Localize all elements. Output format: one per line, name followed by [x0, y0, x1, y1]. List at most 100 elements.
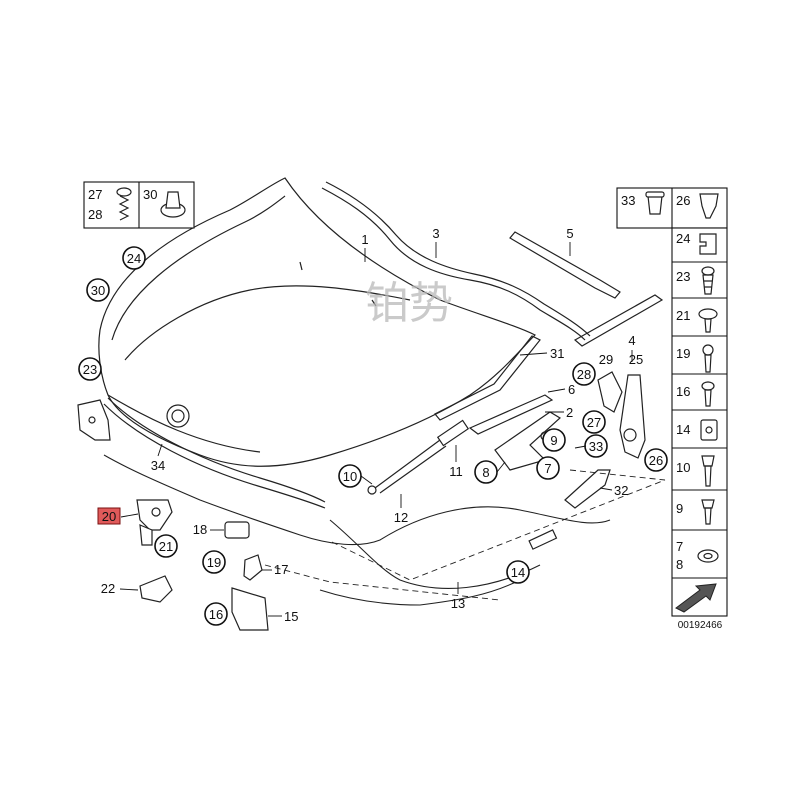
svg-text:27: 27 [88, 187, 102, 202]
svg-text:27: 27 [587, 415, 601, 430]
clip-nut-icon [699, 193, 719, 219]
label-1: 1 [361, 232, 368, 247]
svg-text:24: 24 [676, 231, 690, 246]
svg-text:26: 26 [649, 453, 663, 468]
rivet-icon [702, 344, 714, 373]
label-13: 13 [451, 596, 465, 611]
svg-text:7: 7 [676, 539, 683, 554]
latch-assembly [597, 371, 646, 459]
svg-text:30: 30 [143, 187, 157, 202]
svg-text:21: 21 [159, 539, 173, 554]
svg-text:26: 26 [676, 193, 690, 208]
svg-text:28: 28 [88, 207, 102, 222]
reinforcement-31 [434, 335, 541, 421]
bracket-18 [224, 521, 250, 539]
label-25: 25 [629, 352, 643, 367]
svg-text:23: 23 [83, 362, 97, 377]
label-31: 31 [550, 346, 564, 361]
callout-24: 24 [122, 246, 146, 270]
label-17: 17 [274, 562, 288, 577]
screw-icon [701, 381, 715, 407]
label-3: 3 [432, 226, 439, 241]
svg-text:10: 10 [676, 460, 690, 475]
callout-30: 30 [86, 278, 110, 302]
svg-text:8: 8 [482, 465, 489, 480]
callout-26: 26 [644, 448, 668, 472]
callout-10: 10 [338, 464, 362, 488]
screw-washer-icon [698, 308, 718, 333]
callout-33: 33 [584, 434, 608, 458]
short-bolt-icon [701, 499, 715, 525]
clip-icon [699, 233, 717, 255]
label-18: 18 [193, 522, 207, 537]
expansion-rivet-icon [701, 266, 715, 295]
left-hinge-bracket [77, 399, 111, 441]
callout-9: 9 [542, 428, 566, 452]
svg-text:30: 30 [91, 283, 105, 298]
callout-8: 8 [474, 460, 498, 484]
callout-19: 19 [202, 550, 226, 574]
label-4: 4 [628, 333, 635, 348]
hood-emblem [166, 404, 190, 428]
seal-strip-3 [321, 187, 586, 341]
callout-7: 7 [536, 456, 560, 480]
svg-text:7: 7 [544, 461, 551, 476]
lock-cover [139, 575, 173, 603]
nut-clip-icon [700, 419, 718, 441]
svg-text:33: 33 [621, 193, 635, 208]
svg-text:33: 33 [589, 439, 603, 454]
bracket-32 [564, 469, 611, 509]
label-22: 22 [101, 581, 115, 596]
svg-text:10: 10 [343, 469, 357, 484]
label-11: 11 [449, 464, 463, 479]
svg-text:9: 9 [676, 501, 683, 516]
label-34: 34 [151, 458, 165, 473]
callout-28: 28 [572, 362, 596, 386]
document-id: 00192466 [678, 620, 723, 631]
flange-nut-icon [697, 549, 719, 563]
label-32: 32 [614, 483, 628, 498]
svg-text:24: 24 [127, 251, 141, 266]
svg-text:23: 23 [676, 269, 690, 284]
svg-text:14: 14 [511, 565, 525, 580]
svg-text:19: 19 [676, 346, 690, 361]
label-2: 2 [566, 405, 573, 420]
cable-handle [528, 529, 558, 550]
svg-text:21: 21 [676, 308, 690, 323]
callout-16: 16 [204, 602, 228, 626]
seal-strip-5 [509, 231, 621, 299]
label-5: 5 [566, 226, 573, 241]
seal-strip-4 [573, 294, 664, 347]
arrow-icon [675, 583, 717, 613]
callout-21: 21 [154, 534, 178, 558]
handle-17 [243, 554, 263, 581]
plug-icon [645, 191, 665, 215]
fastener-table-right: 33 26 24 23 21 [616, 187, 728, 617]
svg-text:8: 8 [676, 557, 683, 572]
svg-text:9: 9 [550, 433, 557, 448]
hood-lock [136, 499, 173, 546]
svg-text:20: 20 [102, 509, 116, 524]
bolt-icon [701, 455, 715, 487]
callout-14: 14 [506, 560, 530, 584]
highlighted-label-20: 20 [97, 507, 121, 525]
screw-spring-icon [116, 187, 132, 221]
label-15: 15 [284, 609, 298, 624]
label-29: 29 [599, 352, 613, 367]
bracket-6 [468, 394, 554, 435]
bracket-15 [231, 587, 269, 631]
svg-text:28: 28 [577, 367, 591, 382]
label-12: 12 [394, 510, 408, 525]
svg-text:16: 16 [209, 607, 223, 622]
callout-23: 23 [78, 357, 102, 381]
hood-seal [107, 397, 326, 503]
label-6: 6 [568, 382, 575, 397]
svg-text:19: 19 [207, 555, 221, 570]
fastener-table-top: 27 28 30 [83, 181, 195, 229]
release-cable [103, 454, 611, 546]
svg-text:14: 14 [676, 422, 690, 437]
watermark: 铂势 [365, 278, 453, 329]
svg-text:16: 16 [676, 384, 690, 399]
gas-strut [367, 419, 470, 495]
buffer-icon [160, 191, 186, 218]
